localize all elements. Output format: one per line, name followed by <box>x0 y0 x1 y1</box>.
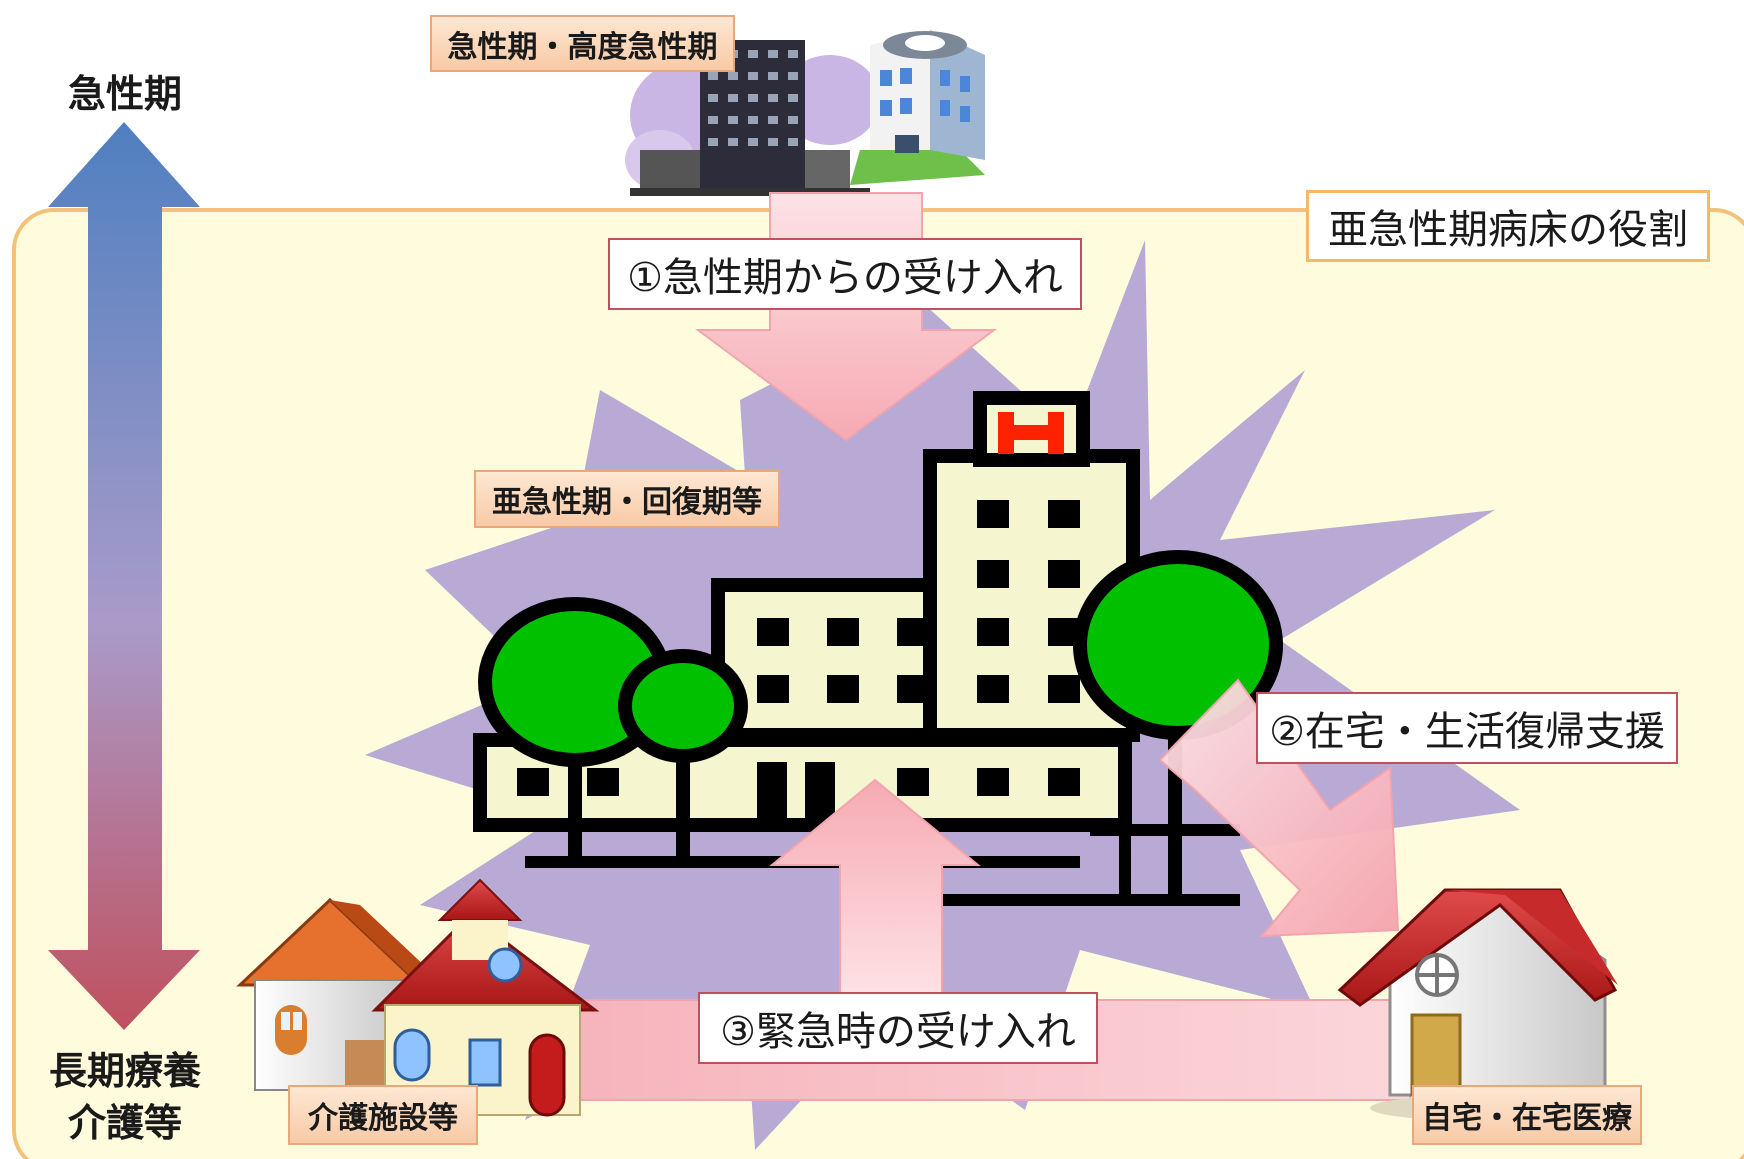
region-title: 亜急性期病床の役割 <box>1306 190 1710 262</box>
care-facility-icon <box>236 878 600 1117</box>
role-emergency-intake-label: ③緊急時の受け入れ <box>698 992 1098 1064</box>
axis-bottom-label-line1: 長期療養 <box>48 1049 201 1093</box>
hospital-windows <box>517 500 1080 822</box>
hospital-h-sign <box>998 412 1064 454</box>
care-facility-label: 介護施設等 <box>288 1085 478 1145</box>
acute-facility-label: 急性期・高度急性期 <box>430 15 735 72</box>
hospital-icon <box>473 391 1240 906</box>
tree-left <box>478 597 748 865</box>
subacute-facility-label: 亜急性期・回復期等 <box>474 470 780 528</box>
role-home-return-label: ②在宅・生活復帰支援 <box>1256 692 1678 764</box>
role-intake-from-acute-label: ①急性期からの受け入れ <box>608 238 1082 310</box>
double-arrow-icon <box>48 122 200 1030</box>
axis-bottom-label-line2: 介護等 <box>67 1101 182 1145</box>
home-care-label: 自宅・在宅医療 <box>1412 1085 1642 1145</box>
axis-top-label: 急性期 <box>67 72 182 116</box>
axis-bottom-label: 長期療養 介護等 <box>30 1045 220 1149</box>
